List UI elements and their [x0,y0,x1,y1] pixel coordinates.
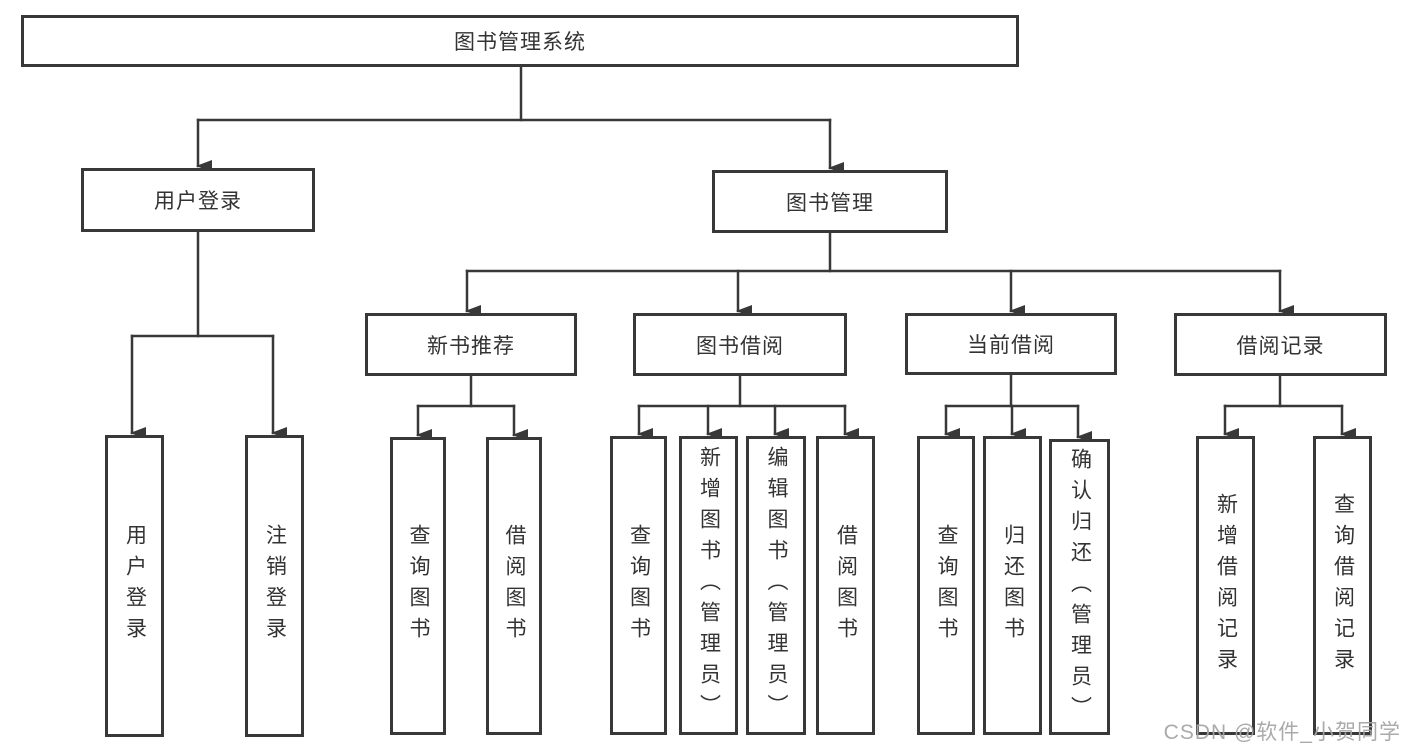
node-query-borrow-record: 查询借阅记录 [1313,436,1372,735]
node-add-borrow-record: 新增借阅记录 [1196,436,1255,735]
node-new-book-recommend: 新书推荐 [365,313,577,376]
node-query-books-borrowing: 查询图书 [610,436,667,735]
node-label: 查询图书 [407,524,431,648]
node-user-login: 用户登录 [81,168,315,232]
node-label: 用户登录 [154,190,242,213]
node-label: 确认归还（管理员） [1068,447,1092,727]
node-label: 借阅记录 [1236,334,1325,358]
node-library-system: 图书管理系统 [21,15,1019,67]
node-label: 当前借阅 [967,334,1055,357]
node-label: 借阅图书 [503,524,527,648]
node-query-books-recommend: 查询图书 [390,437,446,735]
node-label: 查询图书 [935,523,959,648]
node-user-login-action: 用户登录 [105,435,164,737]
node-return-books: 归还图书 [983,436,1042,735]
node-label: 查询借阅记录 [1331,492,1355,679]
node-label: 新增图书（管理员） [697,446,721,725]
node-label: 编辑图书（管理员） [765,446,789,725]
node-confirm-return-admin: 确认归还（管理员） [1049,439,1110,735]
node-label: 图书管理系统 [454,31,586,54]
node-label: 图书管理 [786,191,874,215]
node-edit-books-admin: 编辑图书（管理员） [746,436,806,735]
node-label: 新增借阅记录 [1214,492,1238,679]
watermark: CSDN @软件_小贺同学 [1163,721,1401,744]
node-borrowing-records: 借阅记录 [1174,313,1387,376]
node-label: 新书推荐 [427,334,515,358]
node-logout: 注销登录 [245,435,304,737]
node-query-books-current: 查询图书 [917,436,975,735]
node-book-management: 图书管理 [712,170,948,233]
node-label: 借阅图书 [834,523,858,648]
node-label: 用户登录 [123,524,147,648]
node-current-borrowing: 当前借阅 [905,313,1117,375]
node-add-books-admin: 新增图书（管理员） [679,436,738,735]
node-label: 查询图书 [627,523,651,648]
node-borrow-books-recommend: 借阅图书 [486,437,542,735]
node-label: 图书借阅 [696,334,784,358]
node-borrow-books: 借阅图书 [816,436,875,735]
node-book-borrowing: 图书借阅 [633,313,847,376]
node-label: 归还图书 [1001,523,1025,648]
node-label: 注销登录 [263,524,287,648]
